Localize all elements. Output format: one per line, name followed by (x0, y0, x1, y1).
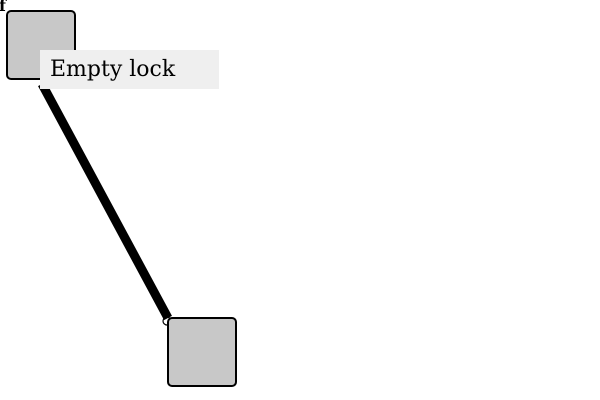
corner-label: f (0, 0, 6, 15)
tooltip: Empty lock (40, 50, 219, 89)
target-node[interactable] (167, 317, 237, 387)
